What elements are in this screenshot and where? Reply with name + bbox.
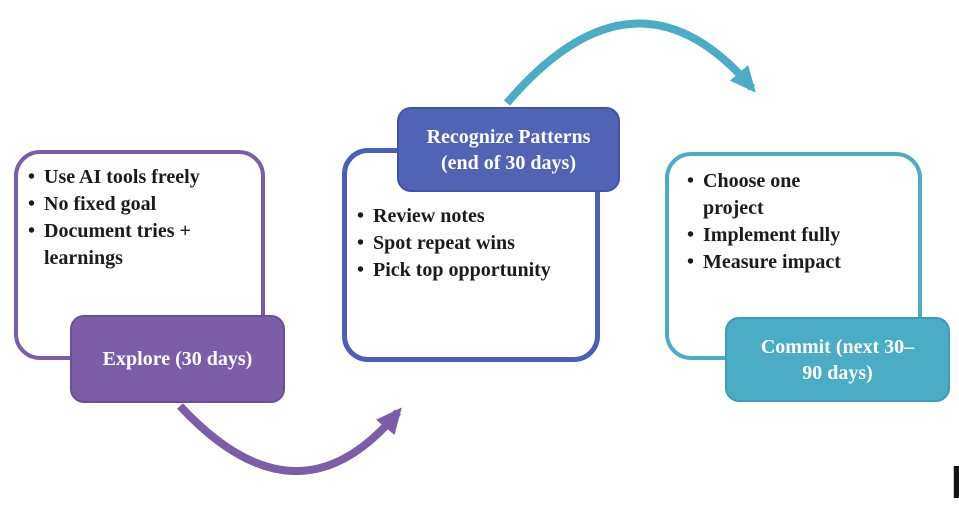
bullet-dot: • xyxy=(357,232,365,254)
bullet-text: No fixed goal xyxy=(44,193,157,215)
bullet-text: Spot repeat wins xyxy=(373,232,515,254)
bullet-text: Review notes xyxy=(373,205,485,227)
bullet-item: • Implement fully xyxy=(687,222,914,249)
bullet-item: • Use AI tools freely xyxy=(28,164,257,191)
bullet-item: • Review notes xyxy=(357,203,591,230)
bullet-item: • Measure impact xyxy=(687,249,914,276)
bullet-item: • Document tries + learnings xyxy=(28,218,257,272)
bullet-item: • Spot repeat wins xyxy=(357,230,591,257)
commit-bullet-list: • Choose one project • Implement fully •… xyxy=(669,156,918,276)
bullet-dot: • xyxy=(28,166,36,188)
bullet-text: Pick top opportunity xyxy=(373,259,551,281)
bullet-dot: • xyxy=(687,224,695,246)
bullet-dot: • xyxy=(28,193,36,215)
stage-label-text: Commit (next 30–90 days) xyxy=(760,335,915,384)
explore-notes-box: • Use AI tools freely • No fixed goal • … xyxy=(14,150,265,360)
bullet-dot: • xyxy=(357,205,365,227)
curved-arrow-recognize-to-commit xyxy=(503,19,756,106)
curved-arrow-explore-to-recognize xyxy=(177,403,402,475)
stage-label-text: Explore (30 days) xyxy=(102,348,253,370)
bullet-item: • Pick top opportunity xyxy=(357,257,591,284)
text-cursor xyxy=(953,466,959,498)
bullet-text: Measure impact xyxy=(703,251,841,273)
bullet-dot: • xyxy=(357,259,365,281)
bullet-text: Use AI tools freely xyxy=(44,166,200,188)
explore-bullet-list: • Use AI tools freely • No fixed goal • … xyxy=(18,154,261,272)
explore-stage-label: Explore (30 days) xyxy=(70,315,285,403)
stage-label-text: Recognize Patterns (end of 30 days) xyxy=(426,125,591,174)
bullet-text: Document tries + learnings xyxy=(44,220,191,269)
bullet-text: Choose one project xyxy=(703,170,801,219)
recognize-stage-label: Recognize Patterns (end of 30 days) xyxy=(397,107,620,192)
bullet-item: • No fixed goal xyxy=(28,191,257,218)
bullet-dot: • xyxy=(687,251,695,273)
bullet-text: Implement fully xyxy=(703,224,841,246)
recognize-bullet-list: • Review notes • Spot repeat wins • Pick… xyxy=(347,153,595,284)
commit-stage-label: Commit (next 30–90 days) xyxy=(725,317,950,402)
bullet-dot: • xyxy=(687,170,695,192)
bullet-dot: • xyxy=(28,220,36,242)
bullet-item: • Choose one project xyxy=(687,168,914,222)
